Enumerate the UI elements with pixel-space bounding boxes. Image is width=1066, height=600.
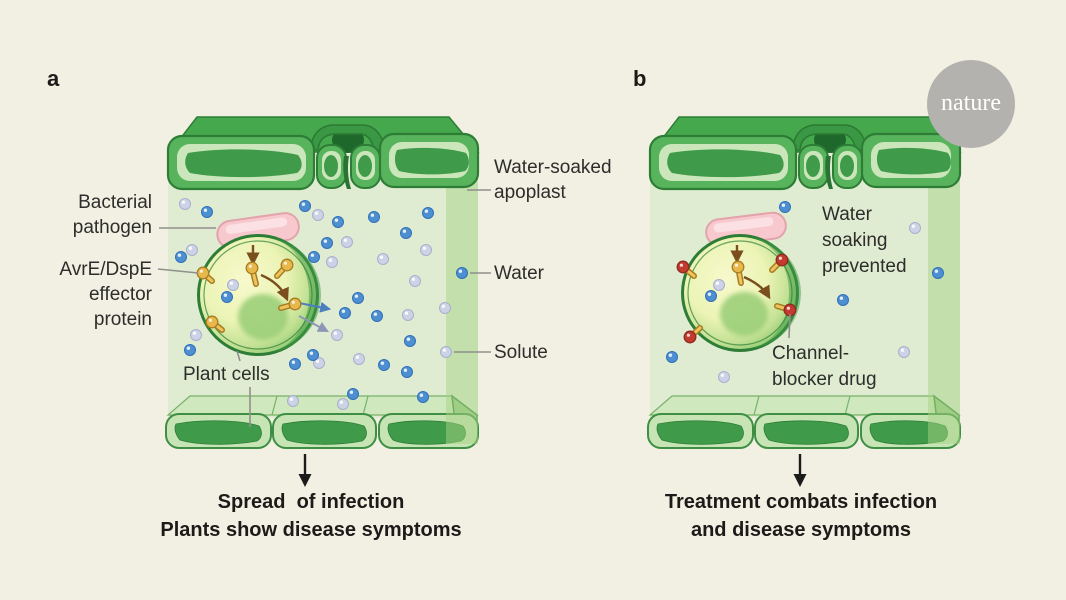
outcome-arrow-b: [793, 454, 807, 487]
water-dot: [307, 349, 319, 361]
solute-dot: [909, 222, 921, 234]
solute-dot: [409, 275, 421, 287]
solute-dot: [190, 329, 202, 341]
effector-pin: [245, 261, 259, 287]
solute-dot: [179, 198, 191, 210]
water-dot: [184, 344, 196, 356]
solute-dot: [439, 302, 451, 314]
label-bacterial-pathogen: Bacterial pathogen: [72, 192, 152, 238]
effector-pin: [205, 315, 225, 333]
blocker-pin: [769, 253, 789, 273]
treated-plant-cell-b: [681, 211, 801, 352]
blocker-pin: [683, 325, 703, 344]
solute-dot: [341, 236, 353, 248]
apoplast-dots-b: [666, 201, 944, 383]
water-dot: [347, 388, 359, 400]
blocked-pins-b: [676, 253, 797, 344]
water-dot: [666, 351, 678, 363]
water-dot: [417, 391, 429, 403]
water-dot: [339, 307, 351, 319]
effector-pin: [731, 260, 745, 286]
leader-lines: [157, 189, 791, 427]
label-plant-cells: Plant cells: [183, 364, 270, 385]
solute-dot: [331, 329, 343, 341]
water-dot: [705, 290, 717, 302]
solute-legend-dot: [440, 346, 452, 358]
leader-effector-protein: [157, 268, 199, 274]
water-dot: [368, 211, 380, 223]
solute-dot: [353, 353, 365, 365]
cell-membrane-shading: [745, 237, 801, 349]
label-effector-protein: AvrE/DspE effector protein: [59, 259, 152, 330]
water-dot: [779, 201, 791, 213]
caption-spread-of-infection: Spread of infection Plants show disease …: [160, 491, 462, 541]
nature-logo: nature: [927, 60, 1015, 148]
water-dot: [404, 335, 416, 347]
water-dot: [400, 227, 412, 239]
water-dot: [378, 359, 390, 371]
water-dot: [352, 292, 364, 304]
solute-dot: [377, 253, 389, 265]
label-water-soaking-prevented: Water soaking prevented: [822, 204, 907, 277]
water-dot: [289, 358, 301, 370]
solute-dot: [337, 398, 349, 410]
water-dot: [932, 267, 944, 279]
effector-pin: [278, 297, 302, 311]
solute-dot: [898, 346, 910, 358]
water-dot: [175, 251, 187, 263]
water-dot: [308, 251, 320, 263]
blocker-pin: [676, 260, 697, 279]
label-channel-blocker-drug: Channel- blocker drug: [772, 343, 877, 390]
cell-nucleus: [720, 292, 768, 336]
effector-secretion-arrows: [730, 245, 771, 300]
water-dot: [299, 200, 311, 212]
solute-dot: [420, 244, 432, 256]
water-dot: [321, 237, 333, 249]
blocker-pin: [774, 303, 797, 317]
solute-dot: [312, 209, 324, 221]
water-dot: [332, 216, 344, 228]
water-dot: [221, 291, 233, 303]
water-dot: [201, 206, 213, 218]
label-water: Water: [494, 263, 544, 284]
water-dot: [401, 366, 413, 378]
water-dot: [837, 294, 849, 306]
solute-dot: [718, 371, 730, 383]
effector-pins-a: [196, 258, 302, 333]
label-solute: Solute: [494, 342, 548, 363]
cell-nucleus: [238, 294, 288, 340]
outcome-arrow-a: [298, 454, 312, 487]
water-efflux-arrow: [298, 301, 332, 313]
effector-secretion-arrows: [246, 245, 289, 302]
effector-pin: [274, 258, 294, 279]
apoplast-dots-a: [175, 198, 451, 410]
label-water-soaked-apoplast: Water-soaked apoplast: [494, 157, 612, 203]
solute-dot: [186, 244, 198, 256]
panel-letter-b: b: [633, 66, 647, 91]
leader-channel-blocker: [788, 313, 791, 339]
water-dot: [371, 310, 383, 322]
water-dot: [422, 207, 434, 219]
water-legend-dot: [456, 267, 468, 279]
solute-dot: [287, 395, 299, 407]
panel-letter-a: a: [47, 66, 60, 91]
leader-plant-cells-upper: [236, 350, 241, 362]
effector-pin: [196, 266, 215, 284]
solute-dot: [227, 279, 239, 291]
solute-efflux-arrow: [298, 315, 329, 333]
solute-dot: [402, 309, 414, 321]
solute-dot: [326, 256, 338, 268]
cell-membrane-shading: [263, 237, 321, 353]
solute-dot: [713, 279, 725, 291]
caption-treatment-combats: Treatment combats infection and disease …: [664, 491, 938, 541]
solute-dot: [313, 357, 325, 369]
